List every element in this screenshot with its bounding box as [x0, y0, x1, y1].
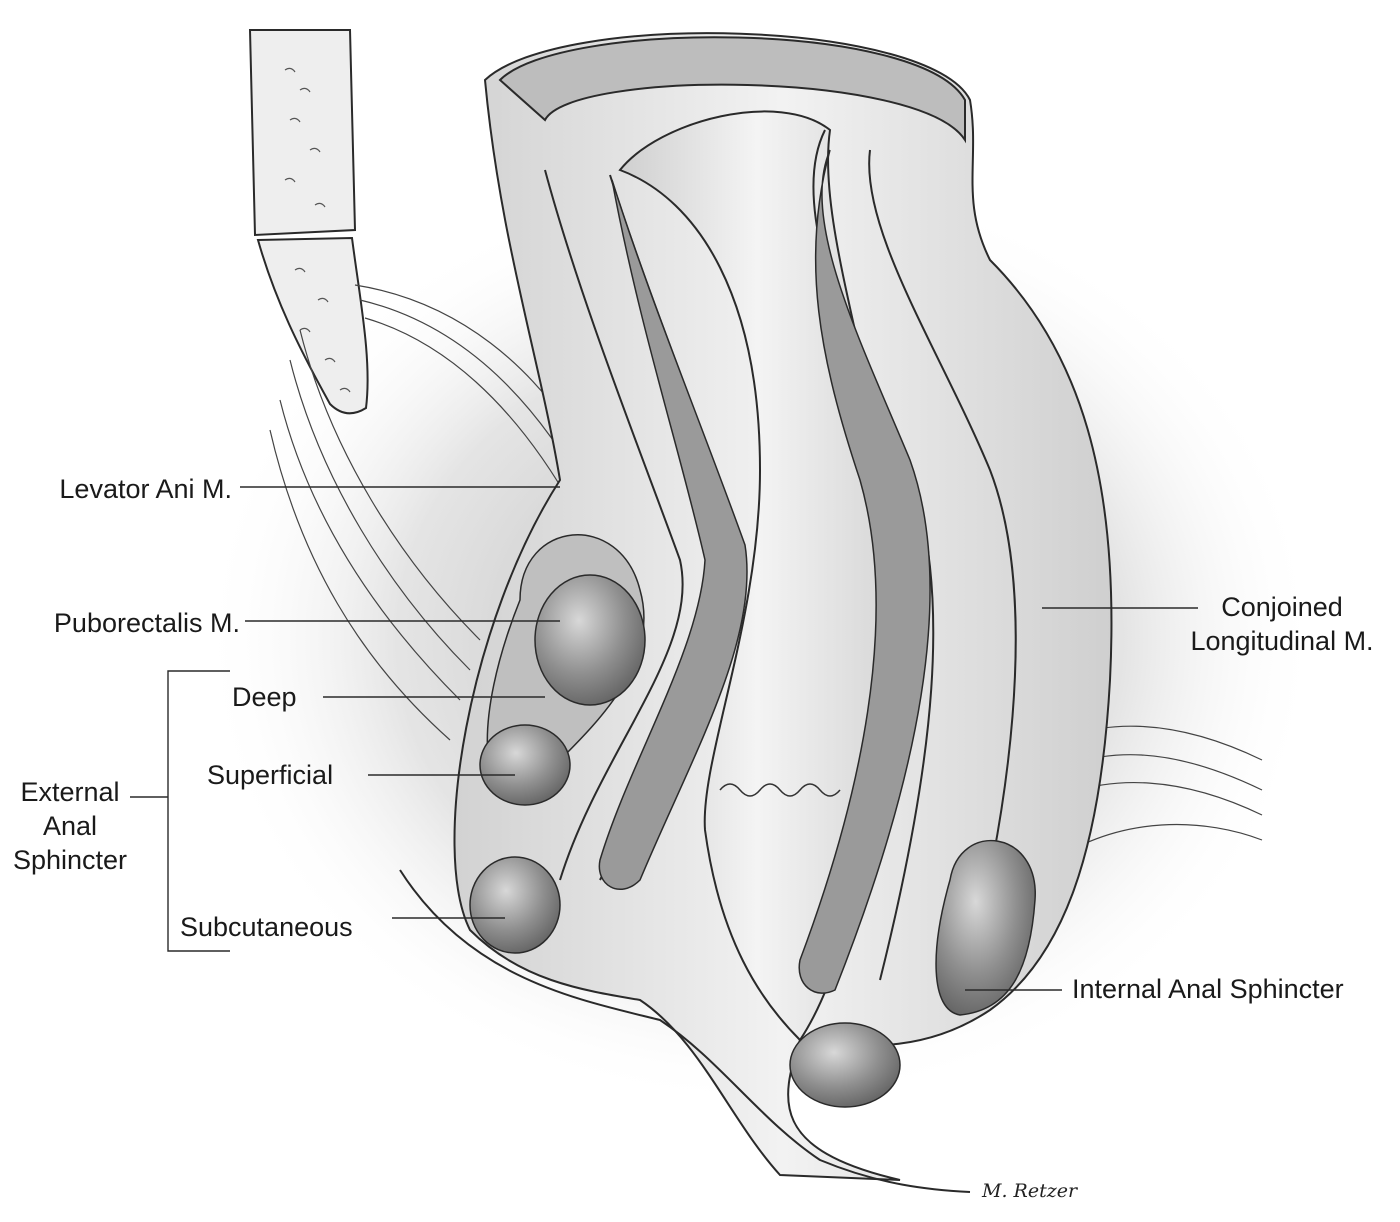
- subcutaneous-external-sphincter-left: [469, 856, 561, 954]
- perianal-skin: [399, 869, 971, 1193]
- superficial-external-sphincter: [479, 724, 571, 806]
- left-internal-sphincter: [598, 179, 748, 890]
- label-conjoined-line1: Conjoined: [1221, 592, 1343, 622]
- artist-signature: M. Retzer: [982, 1180, 1078, 1202]
- label-superficial: Superficial: [207, 760, 334, 790]
- label-deep: Deep: [232, 682, 297, 712]
- deep-external-sphincter: [534, 574, 646, 706]
- label-subcutaneous: Subcutaneous: [180, 912, 353, 942]
- rectal-top-section: [498, 36, 966, 144]
- label-conjoined-longitudinal: Conjoined Longitudinal M.: [1170, 590, 1394, 658]
- external-sphincter-bracket: [130, 670, 230, 952]
- label-external-line2: Anal: [42, 811, 98, 841]
- label-external-line3: Sphincter: [12, 845, 128, 875]
- subcutaneous-external-sphincter-right: [789, 1022, 901, 1108]
- label-internal-anal-sphincter: Internal Anal Sphincter: [1072, 974, 1344, 1004]
- leader-lines: [130, 486, 1198, 991]
- label-external-anal-sphincter: External Anal Sphincter: [0, 775, 140, 877]
- coccyx: [248, 29, 369, 415]
- label-conjoined-line2: Longitudinal M.: [1190, 626, 1374, 656]
- label-puborectalis: Puborectalis M.: [53, 608, 240, 638]
- dentate-line: [719, 783, 841, 797]
- label-external-line1: External: [20, 777, 120, 807]
- right-internal-sphincter: [798, 149, 931, 994]
- label-levator-ani: Levator Ani M.: [59, 474, 232, 504]
- right-external-sphincter: [935, 839, 1036, 1016]
